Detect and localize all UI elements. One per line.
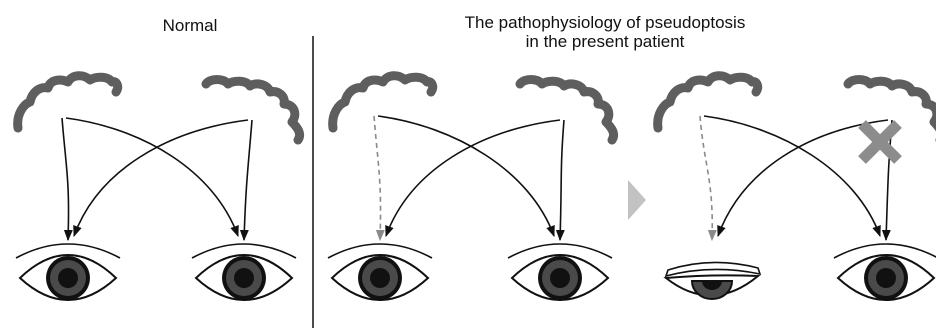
left-to-right-crossing-pathway: [704, 116, 880, 236]
pupil: [58, 268, 78, 288]
right-hemisphere: [520, 80, 614, 141]
left-hemisphere: [333, 76, 433, 128]
pupil: [550, 268, 570, 288]
right-to-left-crossing-pathway: [74, 120, 248, 236]
transition-arrow: [628, 180, 646, 220]
pupil: [234, 268, 254, 288]
right-ipsilateral-pathway: [560, 120, 564, 240]
left-ipsilateral-pathway: [700, 116, 712, 240]
left-hemisphere: [658, 76, 758, 128]
right-hemisphere: [206, 80, 300, 141]
left-eye: [328, 244, 432, 300]
right-to-left-crossing-pathway: [718, 120, 888, 236]
right-eye: [508, 244, 612, 300]
left-ipsilateral-pathway: [62, 118, 69, 240]
right-eye: [834, 244, 936, 300]
left-to-right-crossing-pathway: [378, 116, 554, 236]
pupil: [370, 268, 390, 288]
drooping-eyelid: [666, 262, 760, 276]
left-hemisphere: [18, 76, 118, 128]
left-to-right-crossing-pathway: [66, 118, 238, 236]
left-ipsilateral-pathway: [374, 116, 381, 240]
pupil: [876, 268, 896, 288]
left-eye: [16, 244, 120, 300]
right-to-left-crossing-pathway: [386, 120, 560, 236]
left-eye-drooping: [666, 262, 760, 299]
blocked-pathway-cross: [862, 124, 898, 160]
right-ipsilateral-pathway: [244, 120, 252, 240]
right-eye: [192, 244, 296, 300]
